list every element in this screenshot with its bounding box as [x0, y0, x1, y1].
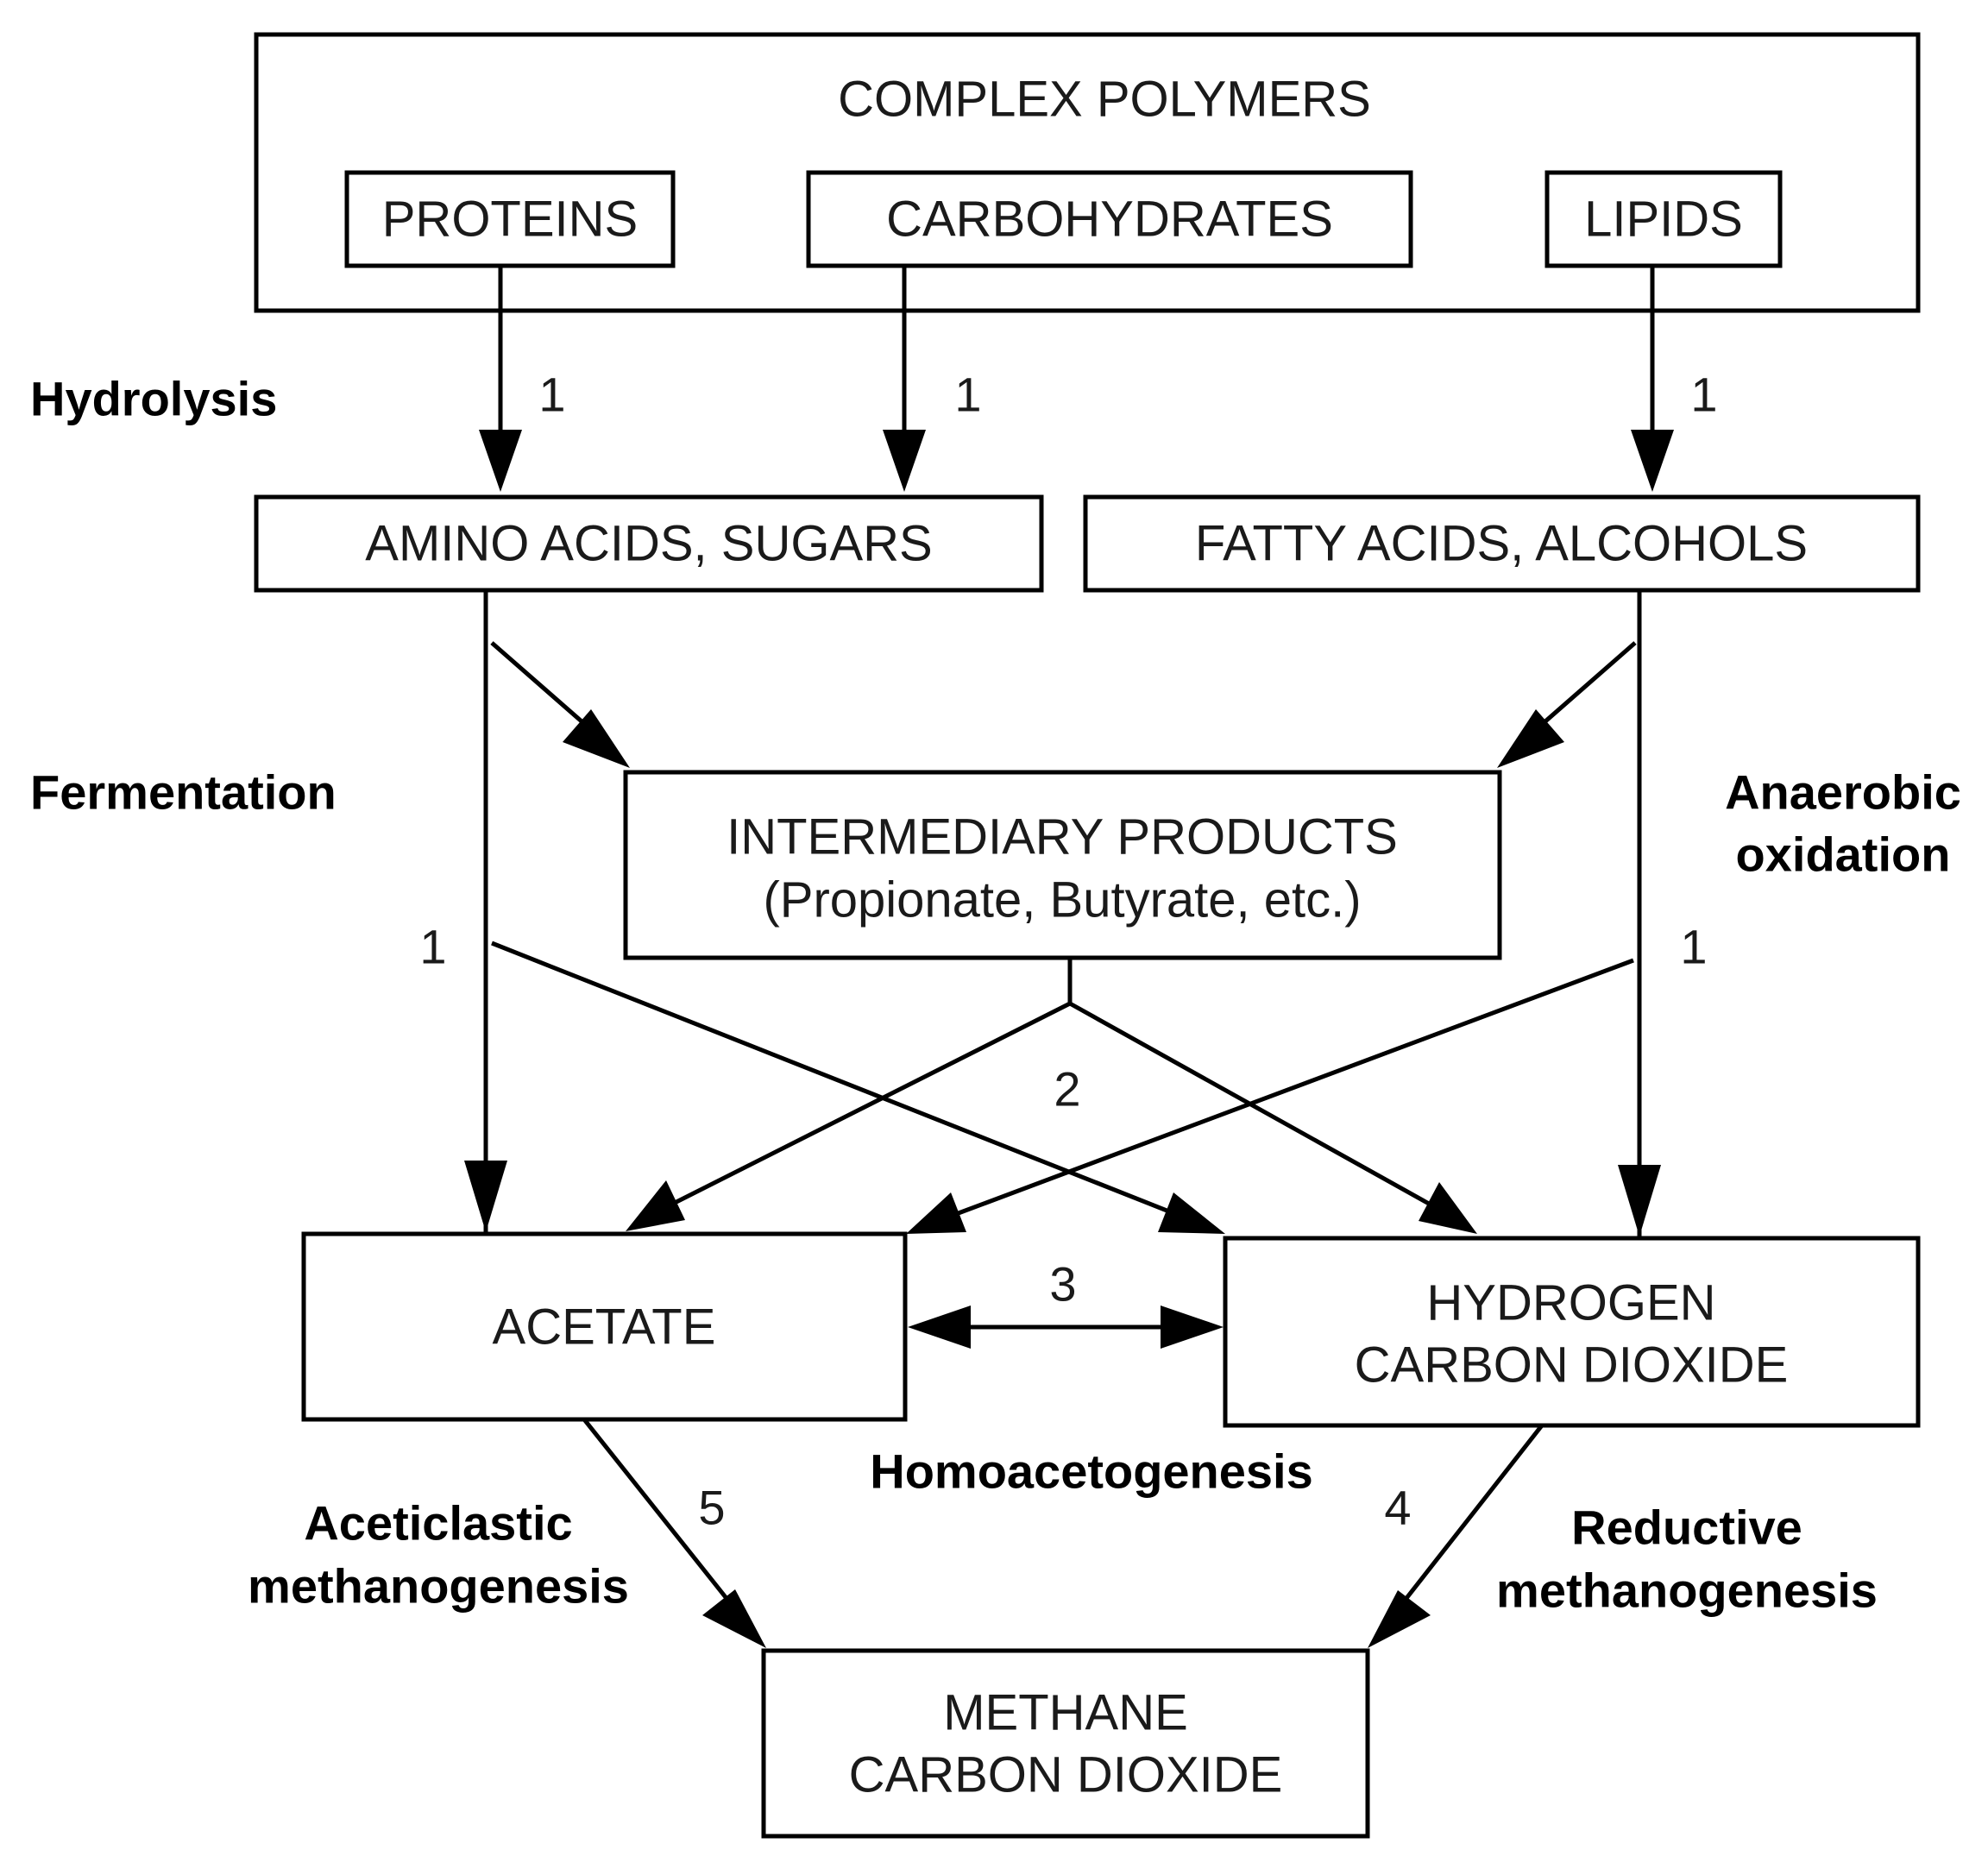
arrow-head: [702, 1589, 766, 1648]
arrow-acetate-hydrogen-double: [908, 1305, 1224, 1349]
stage-homoacetogenesis: Homoacetogenesis: [870, 1444, 1313, 1499]
acetate-label: ACETATE: [493, 1299, 716, 1356]
fatty-alcohols-box: [1083, 494, 1921, 593]
arrow-head: [1158, 1192, 1225, 1234]
step-number: 1: [1680, 920, 1707, 974]
arrow-head: [563, 709, 630, 768]
arrow-head: [1419, 1182, 1477, 1234]
intermediary-products-box: [623, 770, 1502, 960]
stage-reductive: Reductive: [1571, 1501, 1802, 1555]
hydrogen-co2-label: CARBON DIOXIDE: [1355, 1337, 1789, 1394]
proteins-label: PROTEINS: [382, 192, 639, 248]
stage-fermentation: Fermentation: [30, 765, 337, 820]
arrow-lipids-to-fatty: [1631, 266, 1674, 492]
acetate-box: [301, 1231, 908, 1422]
arrow-amino-to-acetate: [464, 1161, 507, 1232]
arrow-head: [1368, 1590, 1431, 1648]
arrow-fatty-to-intermediary: [1497, 641, 1637, 768]
complex-polymers-label: COMPLEX POLYMERS: [838, 72, 1371, 128]
arrow-head: [883, 430, 926, 492]
arrow-head: [1618, 1165, 1661, 1236]
methane-label: METHANE: [943, 1685, 1188, 1741]
arrow-amino-to-intermediary: [490, 641, 630, 768]
fatty-alcohols-label: FATTY ACIDS, ALCOHOLS: [1195, 516, 1808, 572]
stage-aceticlastic: Aceticlastic: [304, 1496, 572, 1551]
arrow-head: [479, 430, 522, 492]
arrow-hydrogen-to-methane: [1368, 1424, 1544, 1648]
stage-anaerobic-oxidation: Anaerobic: [1725, 765, 1961, 820]
complex-polymers-group: COMPLEX POLYMERS PROTEINS CARBOHYDRATES …: [254, 32, 1921, 313]
carbohydrates-box: [806, 170, 1413, 268]
arrow-carbohydrates-to-sugars: [883, 266, 926, 492]
carbohydrates-label: CARBOHYDRATES: [886, 192, 1333, 248]
hydrogen-label: HYDROGEN: [1426, 1275, 1715, 1331]
arrow-fatty-to-acetate: [906, 958, 1634, 1234]
stage-aceticlastic-line2: methanogenesis: [248, 1559, 629, 1614]
step-number: 1: [954, 368, 981, 422]
stage-reductive-line2: methanogenesis: [1496, 1563, 1878, 1618]
arrow-head: [626, 1180, 685, 1231]
intermediary-products-label: INTERMEDIARY PRODUCTS: [727, 809, 1398, 865]
arrow-fatty-to-hydrogen: [1618, 1165, 1661, 1236]
intermediary-products-sublabel: (Propionate, Butyrate, etc.): [763, 872, 1361, 928]
methane-co2-box: [761, 1648, 1370, 1839]
arrow-head: [464, 1161, 507, 1232]
arrow-amino-to-hydrogen: [491, 941, 1225, 1234]
arrow-head: [1631, 430, 1674, 492]
arrow-head: [908, 1305, 971, 1349]
methane-co2-label: CARBON DIOXIDE: [849, 1747, 1283, 1803]
step-number: 1: [419, 920, 446, 974]
amino-sugars-label: AMINO ACIDS, SUGARS: [365, 516, 932, 572]
arrow-intermediary-to-acetate: [626, 1001, 1072, 1231]
amino-sugars-box: [254, 494, 1044, 593]
hydrogen-co2-box: [1223, 1236, 1921, 1428]
step-number: 1: [538, 368, 565, 422]
arrow-acetate-to-methane: [582, 1418, 766, 1648]
proteins-box: [344, 170, 676, 268]
lipids-box: [1544, 170, 1783, 268]
step-number: 1: [1690, 368, 1717, 422]
step-number: 5: [698, 1481, 725, 1535]
arrow-proteins-to-amino: [479, 266, 522, 492]
stage-hydrolysis: Hydrolysis: [30, 372, 277, 426]
arrow-head: [1497, 709, 1564, 768]
arrow-head: [1161, 1305, 1224, 1349]
arrow-head: [906, 1192, 966, 1234]
arrow-intermediary-to-hydrogen: [1068, 1001, 1477, 1234]
step-number: 4: [1384, 1481, 1411, 1535]
stage-anaerobic-oxidation-line2: oxidation: [1736, 827, 1951, 882]
step-number: 2: [1054, 1062, 1080, 1117]
step-number: 3: [1049, 1257, 1076, 1312]
lipids-label: LIPIDS: [1584, 192, 1743, 248]
